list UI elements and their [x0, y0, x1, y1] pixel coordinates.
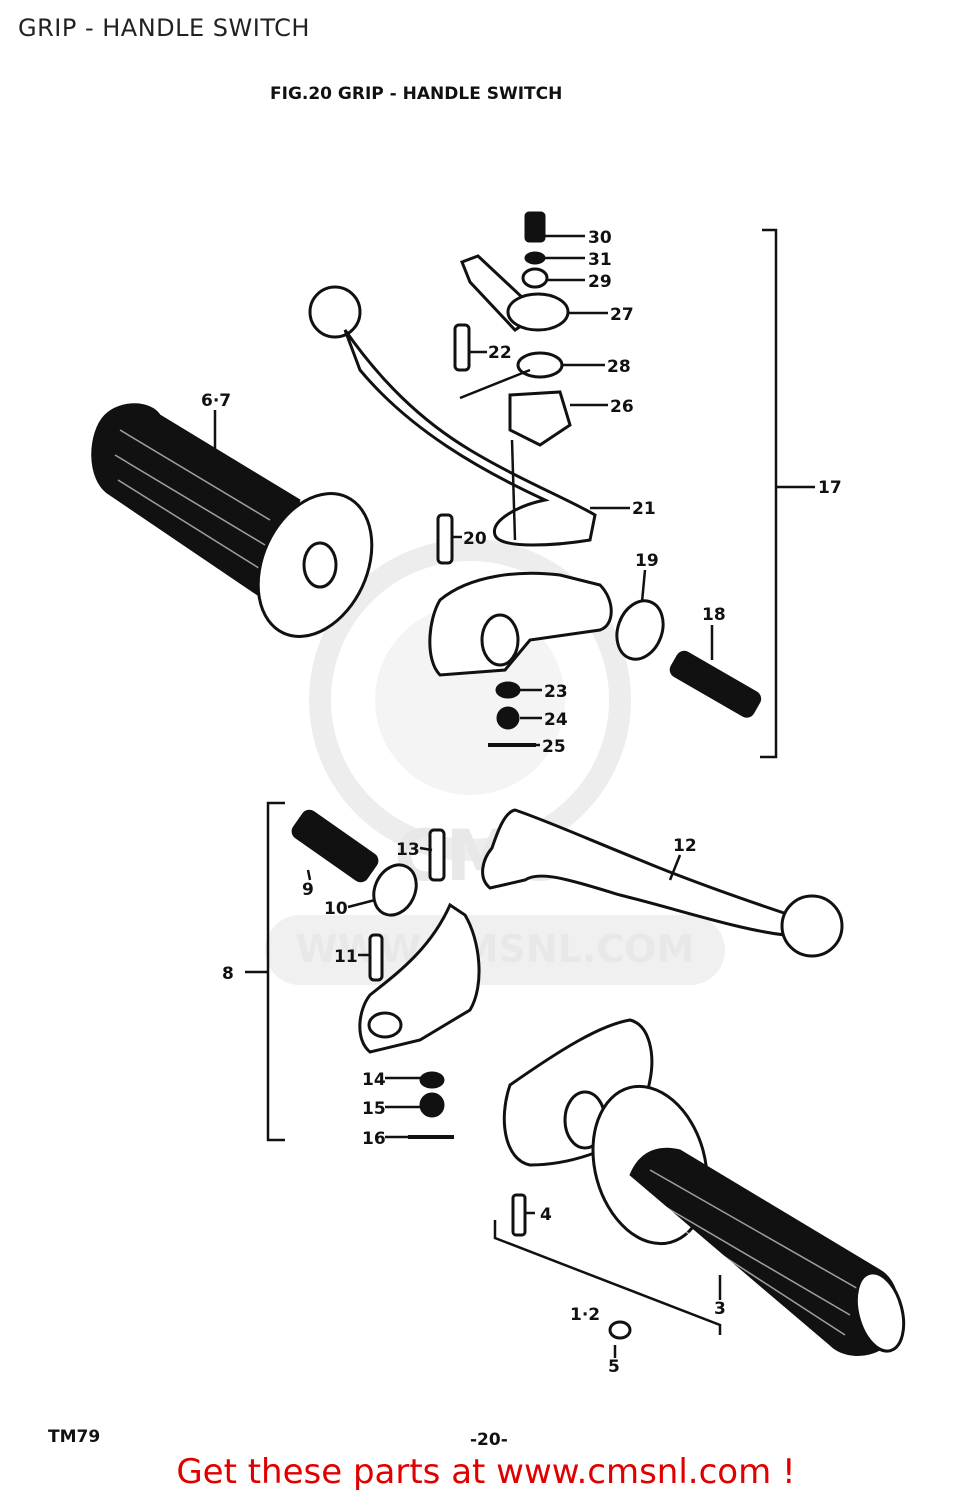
- callout-25: 25: [542, 737, 566, 757]
- callout-5: 5: [608, 1357, 620, 1377]
- callout-21: 21: [632, 499, 656, 519]
- callout-11: 11: [334, 947, 358, 967]
- callout-labels: 30 31 29 27 22 28 26 6·7 17 21 20 19 18 …: [201, 228, 842, 1377]
- callout-29: 29: [588, 272, 612, 292]
- bracket-17: [760, 228, 815, 759]
- leader-lines: [213, 234, 722, 1358]
- callout-18: 18: [702, 605, 726, 625]
- cmsnl-parts-link[interactable]: Get these parts at www.cmsnl.com !: [176, 1452, 796, 1492]
- callout-13: 13: [396, 840, 420, 860]
- callout-16: 16: [362, 1129, 386, 1149]
- callout-22: 22: [488, 343, 512, 363]
- figure-code: TM79: [48, 1427, 100, 1447]
- page-title: GRIP - HANDLE SWITCH: [18, 14, 310, 42]
- lower-lever-holder: [245, 801, 481, 1142]
- callout-15: 15: [362, 1099, 386, 1119]
- watermark-text: WWW.CMSNL.COM: [296, 927, 695, 971]
- figure-title: FIG.20 GRIP - HANDLE SWITCH: [270, 84, 562, 104]
- left-grip: [91, 403, 374, 638]
- callout-31: 31: [588, 250, 612, 270]
- upper-switch-parts: [436, 211, 572, 565]
- callout-6-7: 6·7: [201, 391, 231, 411]
- callout-24: 24: [544, 710, 568, 730]
- callout-1-2: 1·2: [570, 1305, 600, 1325]
- page-number: -20-: [470, 1430, 508, 1450]
- callout-8: 8: [222, 964, 234, 984]
- callout-20: 20: [463, 529, 487, 549]
- callout-27: 27: [610, 305, 634, 325]
- callout-4: 4: [540, 1205, 552, 1225]
- callout-14: 14: [362, 1070, 386, 1090]
- callout-19: 19: [635, 551, 659, 571]
- callout-10: 10: [324, 899, 348, 919]
- upper-lever-holder: [428, 571, 762, 747]
- clutch-lever: [308, 285, 597, 547]
- callout-17: 17: [818, 478, 842, 498]
- callout-23: 23: [544, 682, 568, 702]
- brake-lever: [481, 808, 844, 958]
- callout-12: 12: [673, 836, 697, 856]
- right-grip: [493, 1084, 906, 1356]
- callout-28: 28: [607, 357, 631, 377]
- callout-26: 26: [610, 397, 634, 417]
- callout-30: 30: [588, 228, 612, 248]
- callout-3: 3: [714, 1299, 726, 1319]
- callout-9: 9: [302, 880, 314, 900]
